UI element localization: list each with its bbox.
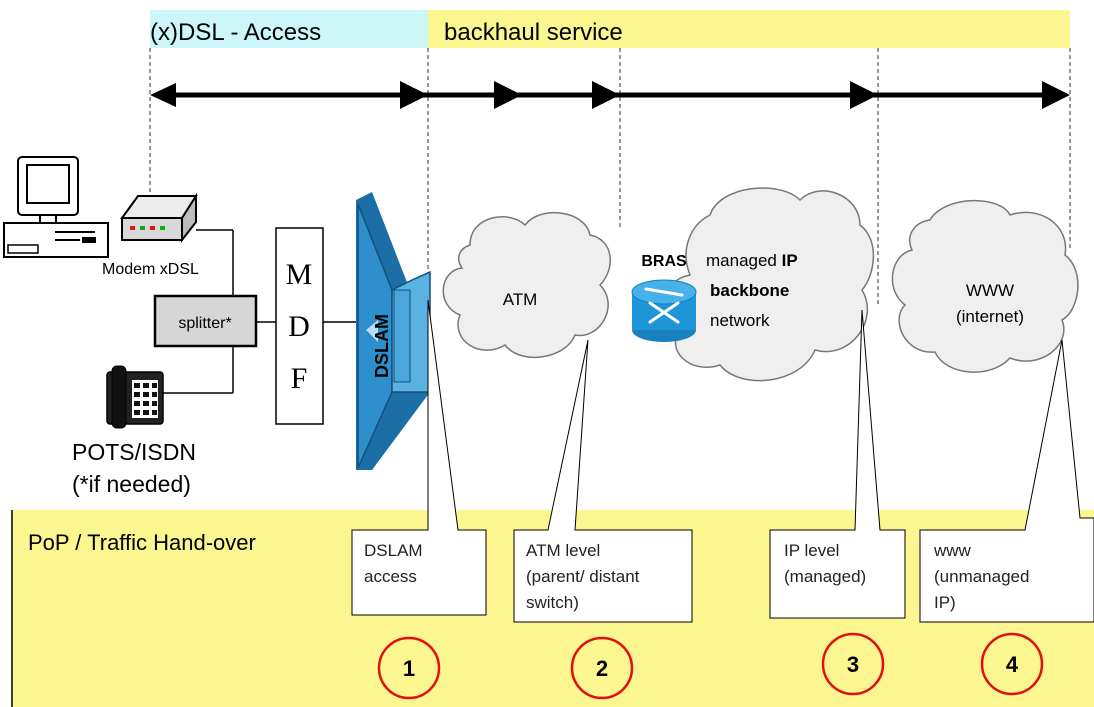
- splitter-label: splitter*: [178, 315, 231, 332]
- mdf-letter-m: M: [286, 258, 313, 291]
- header-bands: (x)DSL - Access backhaul service: [150, 10, 1070, 48]
- atm-label: ATM: [503, 290, 538, 309]
- access-band: [150, 10, 428, 48]
- handover-number-3-text: 3: [847, 652, 859, 677]
- backhaul-band: [428, 10, 1070, 48]
- handover-3-line1: IP level: [784, 541, 839, 560]
- modem-icon: [120, 192, 198, 243]
- pop-title: PoP / Traffic Hand-over: [28, 530, 256, 555]
- bras-router-icon: BRAS: [631, 253, 697, 342]
- handover-4-line3: IP): [934, 593, 956, 612]
- mdf-letter-f: F: [291, 362, 308, 395]
- ip-backbone-cloud: managed IP backbone network: [663, 187, 875, 382]
- handover-number-3: 3: [821, 632, 885, 696]
- managed-line1-prefix: managed: [706, 251, 782, 270]
- managed-line3: network: [710, 311, 770, 330]
- handover-4-line1: www: [933, 541, 972, 560]
- handover-1-line1: DSLAM: [364, 541, 423, 560]
- mdf-box: M D F: [275, 227, 324, 425]
- access-label: (x)DSL - Access: [150, 19, 321, 46]
- managed-line1: managed IP: [706, 251, 798, 270]
- bras-label: BRAS: [641, 253, 687, 270]
- arrow-head-ip: [850, 81, 878, 109]
- arrow-left-head: [150, 83, 176, 107]
- arrow-head-atm: [592, 81, 620, 109]
- handover-3-line2: (managed): [784, 567, 866, 586]
- wiring: [163, 229, 360, 394]
- mdf-letter-d: D: [288, 310, 310, 343]
- computer-icon: [3, 156, 109, 258]
- handover-1-line2: access: [364, 567, 417, 586]
- dslam-device: DSLAM: [356, 192, 431, 470]
- backhaul-label: backhaul service: [444, 19, 623, 46]
- handover-callout-4: www (unmanaged IP): [919, 339, 1094, 623]
- dashed-separators: [149, 48, 1071, 305]
- phone-note: (*if needed): [72, 471, 191, 497]
- handover-callout-2: ATM level (parent/ distant switch): [513, 339, 693, 623]
- www-line1: WWW: [966, 281, 1014, 300]
- handover-number-1: 1: [377, 636, 441, 700]
- telephone-icon: [106, 365, 164, 429]
- handover-number-2: 2: [570, 636, 634, 700]
- handover-2-line1: ATM level: [526, 541, 600, 560]
- handover-number-2-text: 2: [596, 656, 608, 681]
- handover-number-4: 4: [980, 632, 1044, 696]
- handover-2-line3: switch): [526, 593, 579, 612]
- service-arrow-bar: [150, 81, 1070, 109]
- atm-cloud: ATM: [442, 211, 611, 359]
- dslam-label: DSLAM: [372, 314, 392, 378]
- www-line2: (internet): [956, 307, 1024, 326]
- arrow-head-mid-atm: [494, 81, 522, 109]
- managed-line1-bold: IP: [782, 251, 798, 270]
- phone-label: POTS/ISDN: [72, 439, 196, 465]
- managed-line2: backbone: [710, 281, 789, 300]
- splitter-box: splitter*: [153, 294, 258, 348]
- www-cloud: WWW (internet): [891, 199, 1079, 373]
- handover-2-line2: (parent/ distant: [526, 567, 640, 586]
- handover-4-line2: (unmanaged: [934, 567, 1029, 586]
- modem-label: Modem xDSL: [102, 261, 199, 278]
- handover-callout-3: IP level (managed): [769, 309, 906, 619]
- handover-number-1-text: 1: [403, 656, 415, 681]
- handover-number-4-text: 4: [1006, 652, 1019, 677]
- arrow-head-www: [1042, 81, 1070, 109]
- handover-callout-1: DSLAM access: [351, 299, 487, 616]
- arrow-head-dslam: [400, 81, 428, 109]
